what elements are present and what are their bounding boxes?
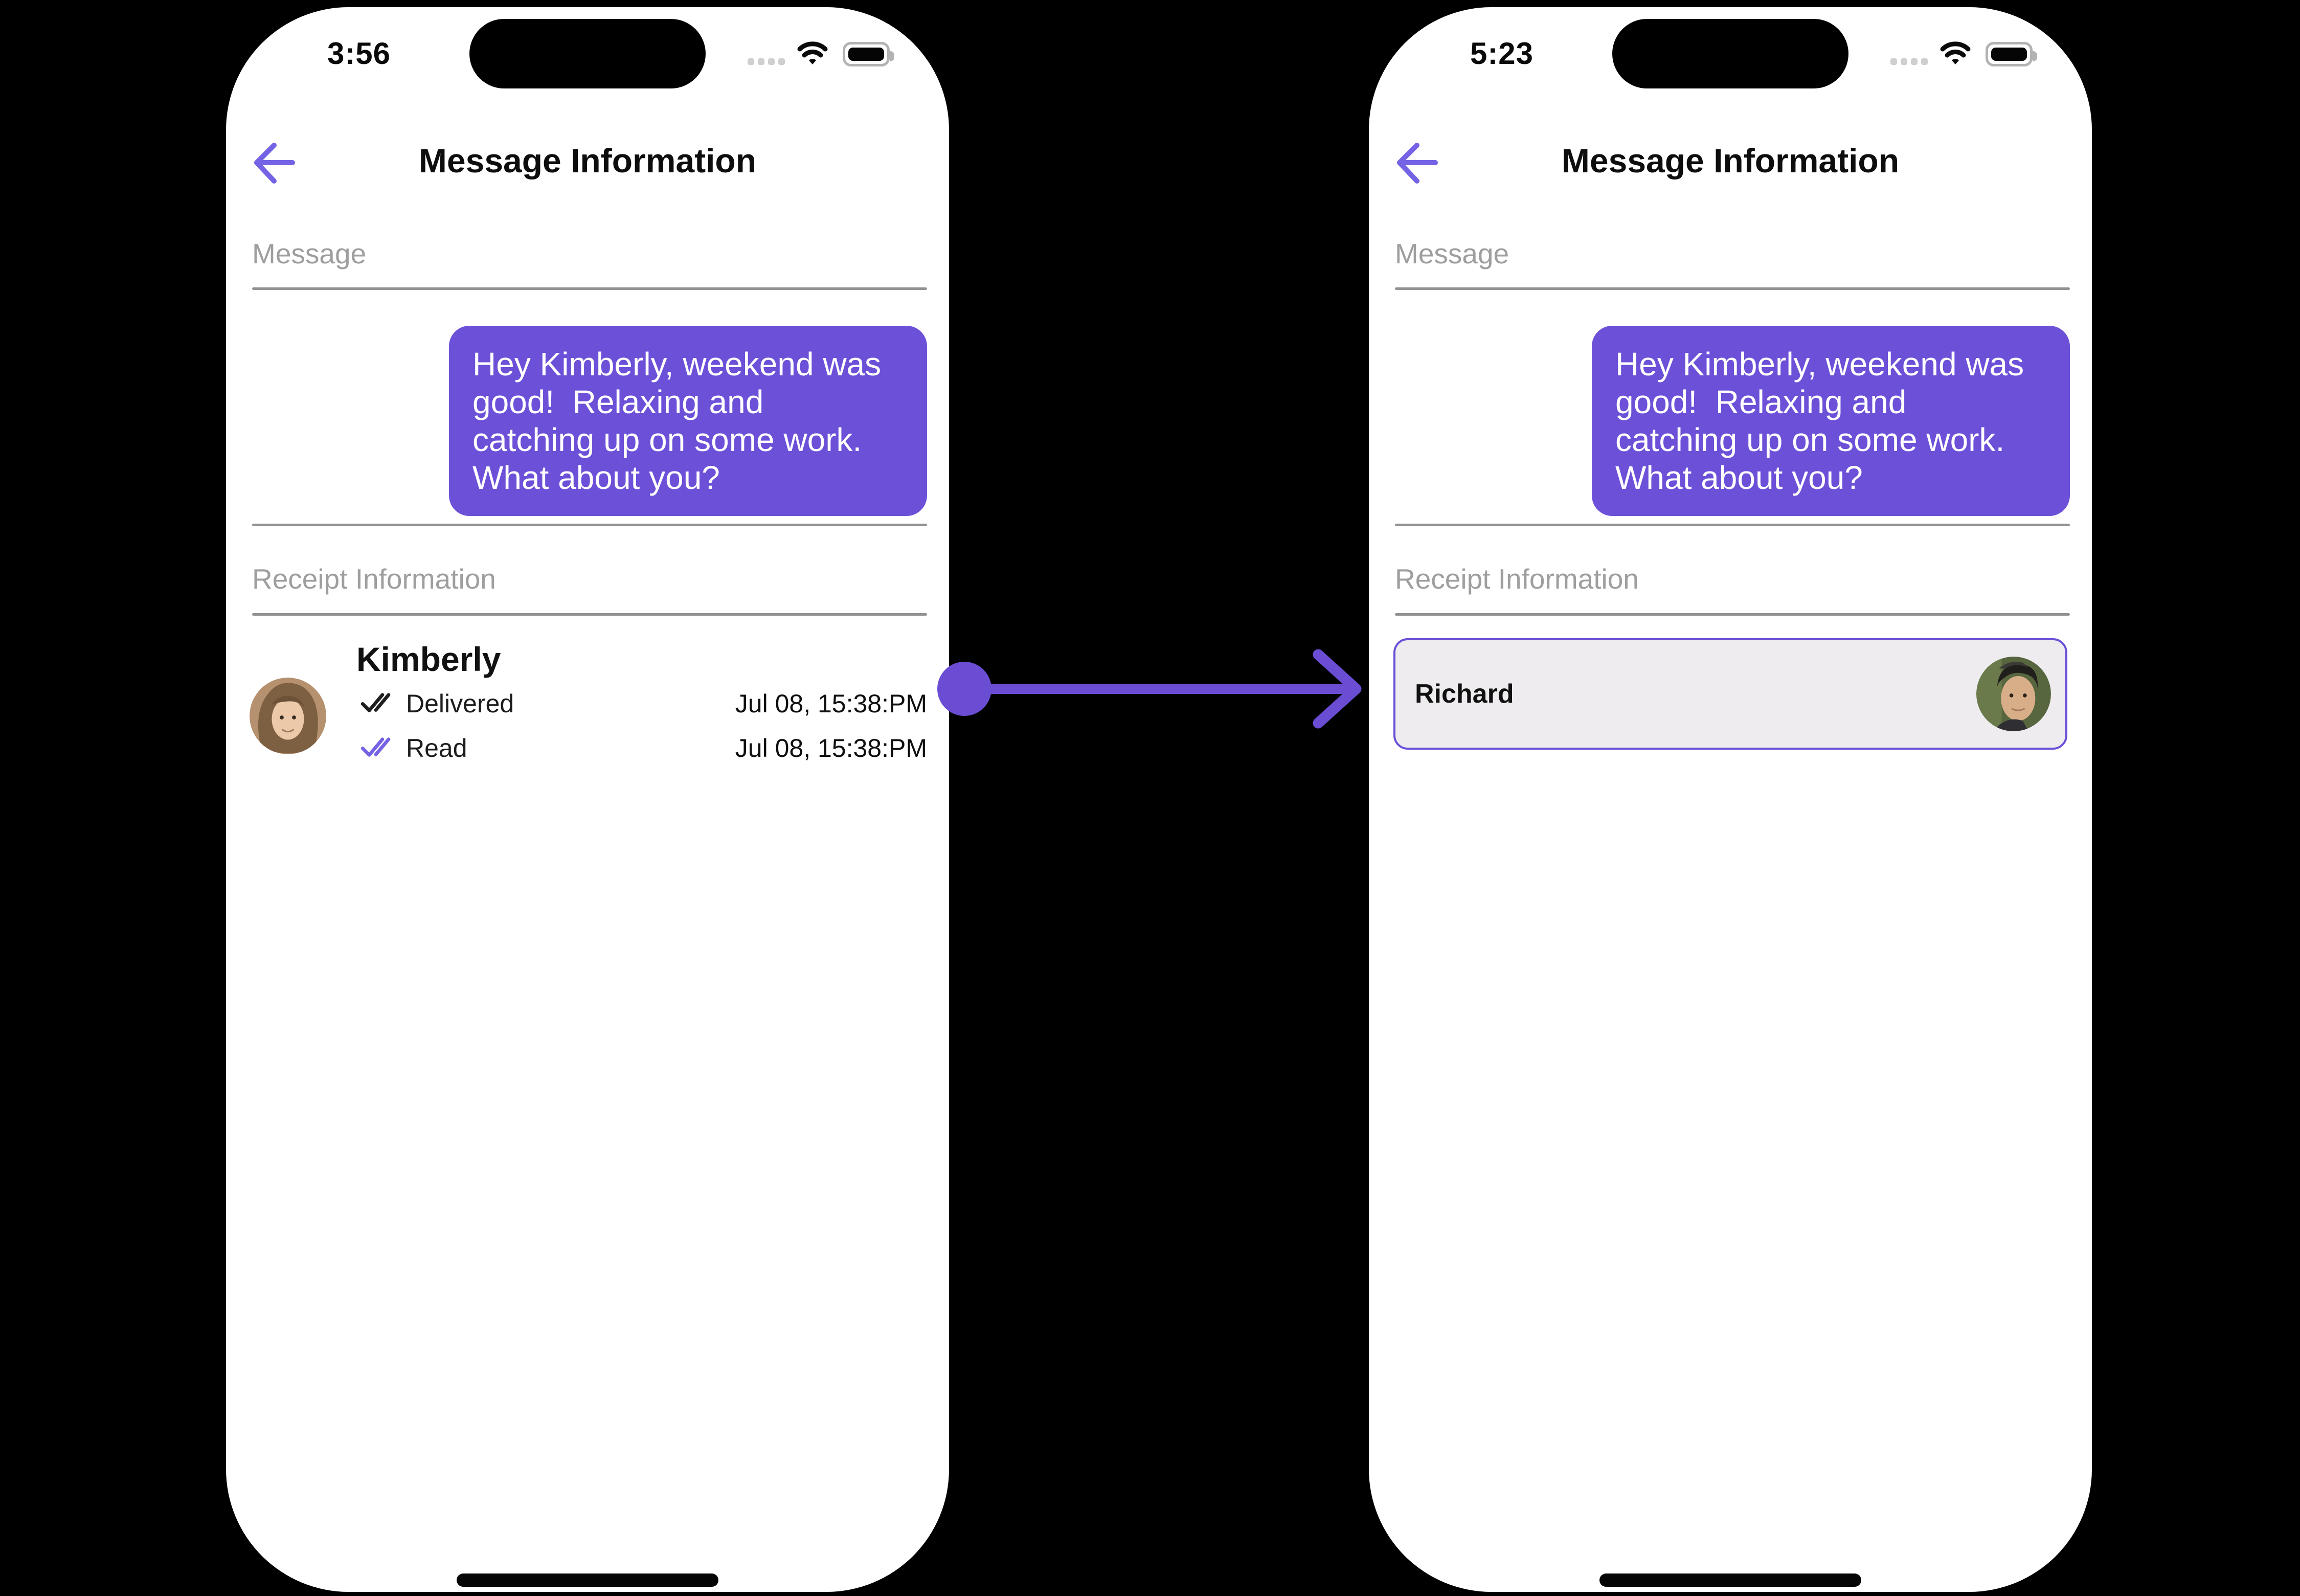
contact-name: Richard xyxy=(1415,679,1514,709)
status-time: 3:56 xyxy=(327,36,391,71)
receipt-row-read: Read Jul 08, 15:38:PM xyxy=(360,732,927,763)
receipt-timestamp: Jul 08, 15:38:PM xyxy=(735,689,927,718)
receipt-contact-row[interactable]: Richard xyxy=(1393,638,2067,750)
divider xyxy=(1395,287,2070,290)
home-indicator xyxy=(1599,1573,1861,1587)
page-title: Message Information xyxy=(418,142,757,179)
message-section-label: Message xyxy=(252,238,367,269)
contact-name: Kimberly xyxy=(356,640,501,678)
wifi-icon xyxy=(1940,40,1971,68)
wifi-icon xyxy=(797,40,828,68)
divider xyxy=(1395,613,2070,616)
message-text-line: Hey Kimberly, weekend was xyxy=(472,346,882,383)
message-bubble: Hey Kimberly, weekend was good! Relaxing… xyxy=(1592,326,2070,516)
message-text-line: Hey Kimberly, weekend was xyxy=(1615,346,2024,383)
double-check-icon xyxy=(360,691,391,717)
message-text-line: good! Relaxing and xyxy=(472,384,764,420)
avatar xyxy=(250,678,326,754)
home-indicator xyxy=(457,1573,718,1587)
receipt-section-label: Receipt Information xyxy=(1395,563,1639,595)
divider xyxy=(1395,524,2070,526)
message-text-line: What about you? xyxy=(472,459,720,496)
phone-right: 5:23 Message Information Message xyxy=(1369,7,2092,1592)
receipt-status: Delivered xyxy=(406,689,514,718)
receipt-section-label: Receipt Information xyxy=(252,563,496,595)
receipt-timestamp: Jul 08, 15:38:PM xyxy=(735,734,927,762)
divider xyxy=(252,524,927,526)
message-text-line: What about you? xyxy=(1615,459,1863,496)
divider xyxy=(252,613,927,616)
dynamic-island xyxy=(1612,19,1848,88)
message-text-line: good! Relaxing and xyxy=(1615,384,1907,420)
message-section-label: Message xyxy=(1395,238,1509,269)
phone-left: 3:56 Message Information Message xyxy=(226,7,949,1592)
cellular-dots-icon xyxy=(1890,58,1928,65)
divider xyxy=(252,287,927,290)
arrow-right-connector xyxy=(936,648,1368,733)
receipt-row-delivered: Delivered Jul 08, 15:38:PM xyxy=(360,688,927,718)
avatar xyxy=(1976,657,2051,731)
battery-icon xyxy=(1986,42,2037,66)
status-time: 5:23 xyxy=(1470,36,1534,71)
message-bubble: Hey Kimberly, weekend was good! Relaxing… xyxy=(449,326,927,516)
message-text-line: catching up on some work. xyxy=(1615,421,2005,458)
back-button[interactable] xyxy=(1393,139,1439,186)
battery-icon xyxy=(843,42,894,66)
back-button[interactable] xyxy=(251,139,297,186)
double-check-icon xyxy=(360,735,391,761)
message-text-line: catching up on some work. xyxy=(472,421,862,458)
cellular-dots-icon xyxy=(748,58,785,65)
page-title: Message Information xyxy=(1561,142,1900,179)
receipt-status: Read xyxy=(406,734,467,762)
dynamic-island xyxy=(469,19,706,88)
